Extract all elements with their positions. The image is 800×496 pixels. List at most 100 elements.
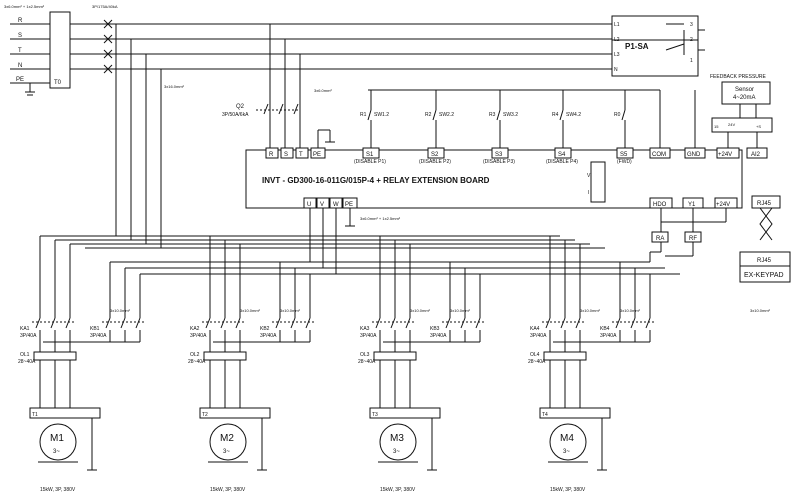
svg-text:RJ45: RJ45 — [757, 201, 772, 207]
overload-relay — [203, 351, 247, 361]
svg-text:AI2: AI2 — [751, 152, 761, 158]
overload-relay — [543, 351, 587, 361]
svg-text:1: 1 — [690, 58, 693, 64]
line-t-label: T — [18, 48, 22, 54]
digital-inputs: S1 (DISABLE P1) R1 SW1.2 S2 (DISABLE P2)… — [354, 89, 634, 165]
svg-text:R2: R2 — [425, 112, 432, 118]
motor-bus — [40, 235, 693, 275]
svg-text:R4: R4 — [552, 112, 559, 118]
breaker-q2: Q2 3P/50A/6kA — [222, 103, 299, 118]
sensor-header: FEEDBACK PRESSURE — [710, 74, 767, 80]
svg-text:Y1: Y1 — [688, 202, 696, 208]
overload-rating: 28~40A — [188, 359, 206, 365]
svg-text:L3: L3 — [614, 52, 620, 58]
contactor-kb-label: KB1 — [90, 326, 100, 332]
main-breaker-symbol — [103, 19, 113, 74]
contactor-ka-label: KA3 — [360, 326, 370, 332]
contactor-kb-label: KB4 — [600, 326, 610, 332]
motor-symbol — [39, 423, 77, 461]
contactor-ka-rating: 3P/40A — [530, 333, 547, 339]
contactor-ka-rating: 3P/40A — [360, 333, 377, 339]
svg-text:U: U — [307, 202, 311, 208]
svg-text:I: I — [588, 190, 589, 196]
drive-out-cable-note: 3x6.0mm² + 1x2.5mm² — [360, 216, 401, 221]
svg-text:(DISABLE P3): (DISABLE P3) — [483, 159, 515, 165]
svg-text:SW2.2: SW2.2 — [439, 112, 454, 118]
svg-text:4~20mA: 4~20mA — [733, 95, 756, 101]
motor-symbol — [379, 423, 417, 461]
svg-text:GND: GND — [687, 152, 701, 158]
supply-input: 3x6.0mm² + 1x2.5mm² 3P/175A/40kA R S T N… — [4, 4, 612, 248]
motor-terminal-label: T1 — [32, 412, 38, 418]
terminal-block-t0 — [49, 11, 71, 89]
svg-text:W: W — [333, 202, 339, 208]
svg-text:15: 15 — [714, 124, 719, 129]
motor-phase: 3~ — [53, 449, 60, 455]
drive-relay-outputs: HDO Y1 +24V RA RF — [649, 197, 738, 256]
motor-symbol — [209, 423, 247, 461]
motor-symbol — [549, 423, 587, 461]
branch-cable-note: 3x10.0mm² — [280, 308, 301, 313]
svg-text:S3: S3 — [495, 152, 503, 158]
svg-text:24V: 24V — [728, 122, 735, 127]
motor-name: M1 — [50, 433, 64, 444]
contactor-kb-rating: 3P/40A — [260, 333, 277, 339]
svg-text:COM: COM — [652, 152, 666, 158]
motor-phase: 3~ — [393, 449, 400, 455]
drive-power-in-terminals: R S T PE — [265, 129, 335, 159]
motor-phase: 3~ — [223, 449, 230, 455]
motor-terminal-strip — [29, 407, 101, 419]
contactor-kb-label: KB3 — [430, 326, 440, 332]
overload-rating: 28~40A — [528, 359, 546, 365]
q2-label: Q2 — [236, 104, 245, 110]
ai-jumper — [590, 161, 606, 203]
overload-relay — [33, 351, 77, 361]
branch-cable-note-vfd: 3x10.0mm² — [580, 308, 601, 313]
overload-label: OL2 — [190, 352, 200, 358]
contactor-kb-label: KB2 — [260, 326, 270, 332]
svg-text:3: 3 — [690, 22, 693, 28]
overload-label: OL1 — [20, 352, 30, 358]
branch-cable-note-vfd: 3x10.0mm² — [240, 308, 261, 313]
svg-text:S2: S2 — [431, 152, 439, 158]
line-r-label: R — [18, 18, 23, 24]
pressure-sensor: FEEDBACK PRESSURE Sensor 4~20mA 15 24V +… — [710, 74, 773, 133]
contactor-kb-rating: 3P/40A — [430, 333, 447, 339]
svg-text:L1: L1 — [614, 22, 620, 28]
svg-text:RA: RA — [656, 236, 664, 242]
supply-breaker-note: 3P/175A/40kA — [92, 4, 118, 9]
svg-text:S5: S5 — [620, 152, 628, 158]
contactor-kb-rating: 3P/40A — [600, 333, 617, 339]
contactor-ka-label: KA2 — [190, 326, 200, 332]
svg-text:S1: S1 — [366, 152, 374, 158]
motor-spec: 15kW, 3P, 380V — [40, 487, 76, 493]
q2-rating: 3P/50A/6kA — [222, 112, 249, 118]
overload-label: OL4 — [530, 352, 540, 358]
branch-cable-note: 3x10.0mm² — [620, 308, 641, 313]
motor-name: M2 — [220, 433, 234, 444]
svg-text:RJ45: RJ45 — [757, 258, 772, 264]
drive-power-out-terminals: U V W PE 3x6.0mm² + 1x2.5mm² — [303, 197, 401, 274]
motor-phase: 3~ — [563, 449, 570, 455]
svg-text:S4: S4 — [558, 152, 566, 158]
svg-text:R1: R1 — [360, 112, 367, 118]
branch-cable-note: 3x10.0mm² — [450, 308, 471, 313]
line-s-label: S — [18, 33, 22, 39]
svg-text:T: T — [299, 152, 303, 158]
main-cable-note: 3x16.0mm² — [164, 84, 185, 89]
svg-text:(DISABLE P2): (DISABLE P2) — [419, 159, 451, 165]
svg-text:(DISABLE P4): (DISABLE P4) — [546, 159, 578, 165]
contactor-ka-rating: 3P/40A — [190, 333, 207, 339]
svg-text:PE: PE — [345, 202, 353, 208]
motor-terminal-label: T4 — [542, 412, 548, 418]
motor-spec: 15kW, 3P, 380V — [210, 487, 246, 493]
motor-spec: 15kW, 3P, 380V — [550, 487, 586, 493]
contactor-ka-rating: 3P/40A — [20, 333, 37, 339]
svg-text:R: R — [269, 152, 274, 158]
svg-text:(DISABLE P1): (DISABLE P1) — [354, 159, 386, 165]
svg-text:+S: +S — [756, 124, 761, 129]
keypad-label: EX-KEYPAD — [744, 272, 784, 279]
